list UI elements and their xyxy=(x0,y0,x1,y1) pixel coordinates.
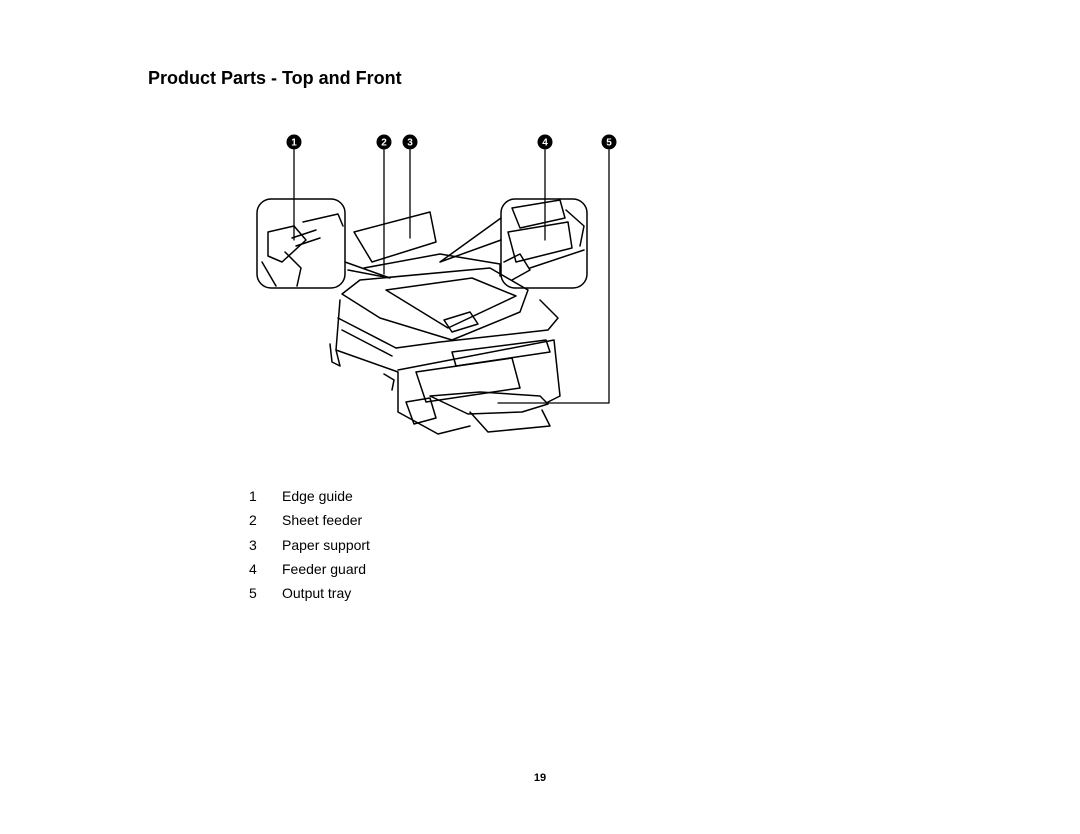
callout-marker-1: 1 xyxy=(286,134,302,150)
legend-item-label: Output tray xyxy=(282,585,352,602)
callout-marker-4: 4 xyxy=(537,134,553,150)
svg-text:1: 1 xyxy=(291,138,297,149)
callout-marker-3: 3 xyxy=(402,134,418,150)
legend-item-number: 2 xyxy=(249,512,257,529)
legend-item-label: Sheet feeder xyxy=(282,512,363,529)
legend-item: 4 Feeder guard xyxy=(249,557,370,581)
feeder-guard-inset xyxy=(439,198,588,289)
svg-text:5: 5 xyxy=(606,138,612,149)
callout-marker-2: 2 xyxy=(376,134,392,150)
page-number: 19 xyxy=(533,772,547,784)
svg-text:2: 2 xyxy=(381,138,387,149)
legend-item: 1 Edge guide xyxy=(249,484,370,508)
printer-illustration xyxy=(329,211,561,435)
callout-marker-5: 5 xyxy=(601,134,617,150)
svg-text:4: 4 xyxy=(542,138,548,149)
legend-item-number: 3 xyxy=(249,536,257,553)
edge-guide-inset xyxy=(256,198,391,289)
svg-text:3: 3 xyxy=(407,138,413,149)
legend-item: 2 Sheet feeder xyxy=(249,508,370,532)
legend-item: 5 Output tray xyxy=(249,581,370,605)
callout-leader-lines xyxy=(293,149,610,404)
legend-item: 3 Paper support xyxy=(249,533,370,557)
parts-legend: 1 Edge guide 2 Sheet feeder 3 Paper supp… xyxy=(249,484,370,605)
legend-item-number: 5 xyxy=(249,585,257,602)
legend-item-label: Feeder guard xyxy=(282,561,367,578)
legend-item-number: 1 xyxy=(249,488,257,505)
legend-item-label: Paper support xyxy=(282,536,370,553)
legend-item-label: Edge guide xyxy=(282,488,353,505)
page-title: Product Parts - Top and Front xyxy=(148,68,402,88)
legend-item-number: 4 xyxy=(249,561,257,578)
